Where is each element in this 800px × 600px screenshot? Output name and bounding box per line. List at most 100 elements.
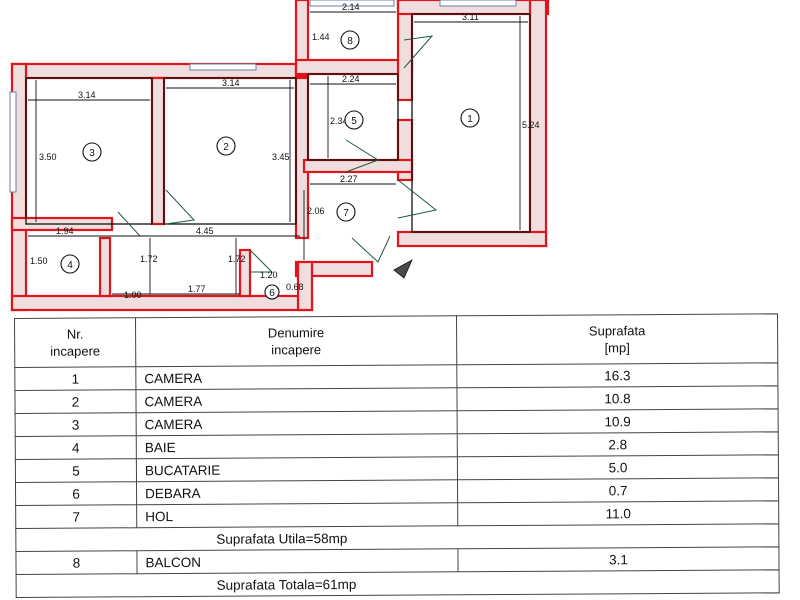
room-number: 4 [67,260,73,271]
floor-plan-drawing: 3.14 3.14 2.24 3.11 2.14 1.44 3.50 3.45 … [9,0,550,312]
wall [396,230,548,248]
room-marker: 3 [82,142,102,162]
header-nr-line2: incapere [50,343,101,359]
dimension-label: 4.45 [196,226,214,236]
row-name: BAIE [136,433,458,459]
row-name: DEBARA [136,479,458,505]
room-marker: 5 [344,110,364,130]
wall [150,76,166,226]
dimension-label: 1.50 [30,256,48,266]
dimension-label: 1.77 [188,284,206,294]
wall [294,0,310,78]
window [189,63,257,71]
row-area: 10.8 [456,385,779,411]
row-nr: 2 [14,389,137,414]
room-number: 3 [89,148,95,159]
room-marker: 7 [336,202,356,222]
dimension-label: 1.72 [140,254,158,264]
room-number: 8 [347,36,353,47]
header-name-line2: incapere [271,342,322,358]
header-nr: Nr. incapere [14,317,136,368]
row-nr: 3 [15,412,137,437]
dimension-label: 2.24 [342,74,360,84]
row-area: 0.7 [457,477,779,503]
window [309,0,395,7]
window [439,0,517,7]
door-swing [165,189,196,225]
room-number: 2 [223,142,229,153]
floor-plan: 3.14 3.14 2.24 3.11 2.14 1.44 3.50 3.45 … [9,0,550,312]
dimension-label: 1.20 [260,270,278,280]
row-nr: 6 [15,481,137,506]
header-area: Suprafata [mp] [456,313,778,365]
total-area-row: Suprafata Totala=61mp [16,569,780,598]
wall [98,236,112,298]
door-swing [345,139,380,173]
room-number: 1 [467,114,473,125]
room-marker: 6 [264,284,280,300]
header-name: Denumire incapere [135,315,457,367]
dimension-label: 3.14 [78,90,96,100]
door-swing [249,249,274,273]
dimension-label: 0.68 [286,282,304,292]
room-marker: 2 [216,136,236,156]
wall [10,294,314,312]
header-nr-line1: Nr. [66,326,84,342]
dimension-label: 2.27 [340,174,358,184]
wall [238,248,252,298]
room-outline [307,73,399,161]
row-name: CAMERA [136,410,458,436]
window [9,91,17,193]
row-area: 3.1 [457,546,780,572]
room-number: 7 [343,208,349,219]
row-nr: 8 [15,550,138,575]
room-number: 6 [269,288,275,299]
row-nr: 5 [15,458,137,483]
room-marker: 1 [460,108,480,128]
row-name: BUCATARIE [136,456,458,482]
room-marker: 4 [60,254,80,274]
room-number: 5 [351,116,357,127]
table-header-row: Nr. incapere Denumire incapere Suprafata… [14,313,778,368]
wall [294,260,374,278]
dimension-label: 1.00 [124,290,142,300]
door-swing [397,179,438,219]
row-area: 2.8 [457,431,779,457]
row-name: CAMERA [135,364,457,390]
row-name: HOL [136,502,458,528]
wall [302,158,414,174]
dimension-label: 5.24 [522,120,540,130]
dimension-label: 2.06 [307,206,325,216]
header-area-line2: [mp] [604,340,630,356]
row-area: 5.0 [457,454,779,480]
wall [296,260,314,312]
row-nr: 1 [14,366,136,391]
dimension-label: 3.45 [272,152,290,162]
row-nr: 7 [15,504,137,529]
dimension-label: 1.72 [228,254,246,264]
dimension-label: 2.14 [342,2,360,12]
room-outline [411,13,531,233]
row-area: 10.9 [457,408,779,434]
north-arrow-icon [393,259,413,279]
dimension-label: 1.94 [56,226,74,236]
dimension-label: 3.14 [222,78,240,88]
dimension-label: 3.50 [39,152,57,162]
wall [294,58,414,76]
dimension-label: 2.34 [330,116,348,126]
row-name: CAMERA [135,387,458,413]
room-outline [25,77,153,225]
room-outline [163,77,297,225]
area-table-section: Nr. incapere Denumire incapere Suprafata… [0,313,800,600]
row-nr: 4 [15,435,137,460]
row-name: BALCON [136,548,459,574]
header-name-line1: Denumire [267,325,325,341]
area-table: Nr. incapere Denumire incapere Suprafata… [14,313,780,598]
door-swing [351,235,391,263]
total-area-text: Suprafata Totala=61mp [16,569,780,598]
header-area-line1: Suprafata [588,323,646,339]
dimension-label: 3.11 [462,12,479,22]
dimension-label: 1.44 [312,32,330,42]
door-swing [403,35,434,69]
wall [10,62,310,80]
